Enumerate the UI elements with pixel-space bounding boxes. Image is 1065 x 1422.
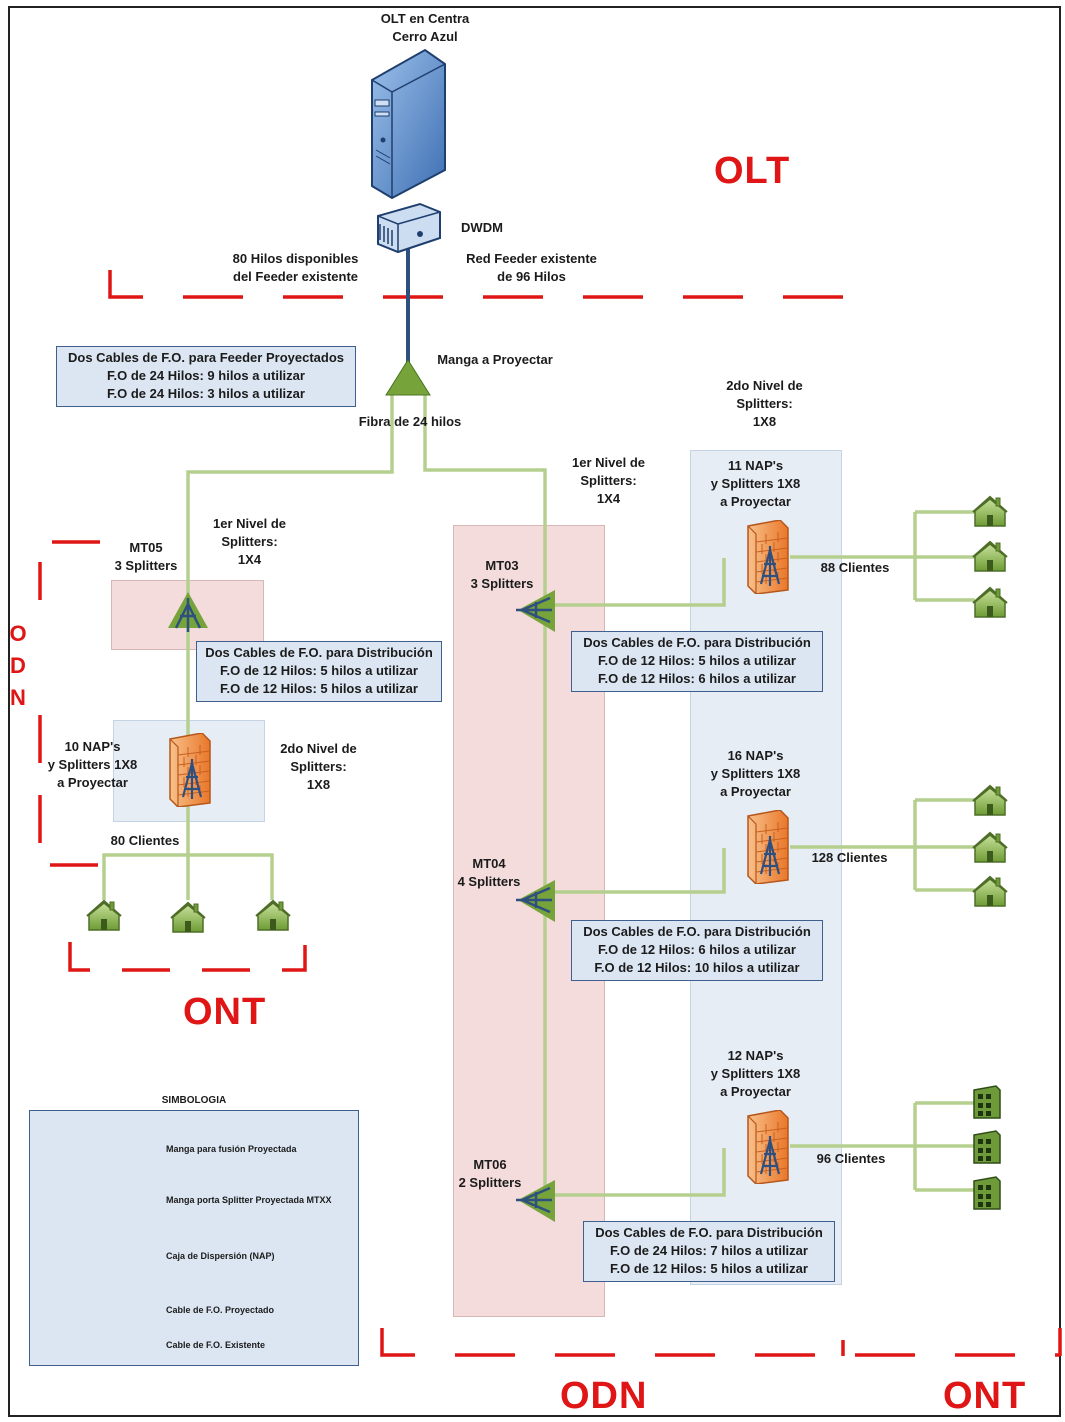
left-level1-label: 1er Nivel de Splitters: 1X4 [213, 516, 286, 567]
dwdm-label: DWDM [461, 220, 503, 235]
building-icon [973, 1085, 1001, 1119]
ont-bracket-left [68, 942, 307, 972]
splitter-manga-mt03-icon [516, 590, 555, 632]
house-icon [972, 541, 1008, 572]
legend-item-nap: Caja de Dispersión (NAP) [166, 1251, 275, 1261]
left-naps-label: 10 NAP's y Splitters 1X8 a Proyectar [47, 739, 138, 790]
legend-panel: Manga para fusión Proyectada Manga porta… [29, 1110, 359, 1366]
legend-item-projected-cable: Cable de F.O. Proyectado [166, 1305, 275, 1315]
group3-clients-label: 96 Clientes [816, 1151, 886, 1166]
right-level2-label: 2do Nivel de Splitters: 1X8 [726, 378, 803, 429]
fibra-label: Fibra de 24 hilos [358, 414, 462, 429]
projected-cables [102, 395, 975, 1205]
splitter-manga-mt04-icon [516, 880, 555, 922]
group2-clients-label: 128 Clientes [811, 850, 888, 865]
left-clients-label: 80 Clientes [110, 833, 180, 848]
splitter-manga-mt05-icon [168, 592, 208, 632]
house-icon [972, 496, 1008, 527]
olt-server-label: OLT en Centra Cerro Azul [380, 11, 470, 44]
bottom-odn-title: ODN [560, 1375, 648, 1417]
building-icon [973, 1176, 1001, 1210]
house-icon [972, 832, 1008, 863]
building-icon [973, 1130, 1001, 1164]
house-icon [972, 587, 1008, 618]
olt-server-icon [371, 48, 446, 200]
mt03-label: MT03 3 Splitters [470, 558, 534, 591]
bottom-ont-title: ONT [943, 1375, 1027, 1417]
feeder-existing-note: Red Feeder existente de 96 Hilos [466, 251, 597, 284]
legend-item-splitter: Manga porta Splitter Proyectada MTXX [166, 1195, 332, 1205]
group1-naps-label: 11 NAP's y Splitters 1X8 a Proyectar [710, 458, 801, 509]
house-icon [170, 902, 206, 933]
legend-item-splice: Manga para fusión Proyectada [166, 1144, 297, 1154]
left-ont-title: ONT [183, 991, 267, 1033]
mt05-label: MT05 3 Splitters [114, 540, 178, 573]
feeder-available-note: 80 Hilos disponibles del Feeder existent… [232, 251, 359, 284]
group1-clients-label: 88 Clientes [820, 560, 890, 575]
feeder-cables-box: Dos Cables de F.O. para Feeder Proyectad… [56, 346, 356, 407]
diagram-frame [8, 6, 1061, 1417]
nap-box-group1-icon [746, 520, 790, 594]
right-level1-label: 1er Nivel de Splitters: 1X4 [572, 455, 645, 506]
olt-bracket [108, 270, 847, 299]
legend-item-existing-cable: Cable de F.O. Existente [166, 1340, 266, 1350]
olt-title: OLT [714, 150, 791, 192]
manga-label: Manga a Proyectar [437, 352, 553, 367]
group3-naps-label: 12 NAP's y Splitters 1X8 a Proyectar [710, 1048, 801, 1099]
house-icon [255, 900, 291, 931]
splitter-manga-mt06-icon [516, 1180, 555, 1222]
projected-splice-icon [385, 359, 431, 396]
house-icon [86, 900, 122, 931]
mt06-label: MT06 2 Splitters [458, 1157, 522, 1190]
dwdm-icon [377, 202, 441, 254]
group2-naps-label: 16 NAP's y Splitters 1X8 a Proyectar [710, 748, 801, 799]
nap-box-left-icon [168, 733, 212, 807]
mt04-label: MT04 4 Splitters [457, 856, 521, 889]
house-icon [972, 785, 1008, 816]
left-level2-label: 2do Nivel de Splitters: 1X8 [280, 741, 357, 792]
odn-bracket-left [38, 540, 100, 867]
legend-title: SIMBOLOGIA [161, 1095, 227, 1106]
odn-ont-bracket-bottom [380, 1328, 1062, 1357]
house-icon [972, 876, 1008, 907]
nap-box-group2-icon [746, 810, 790, 884]
nap-box-group3-icon [746, 1110, 790, 1184]
